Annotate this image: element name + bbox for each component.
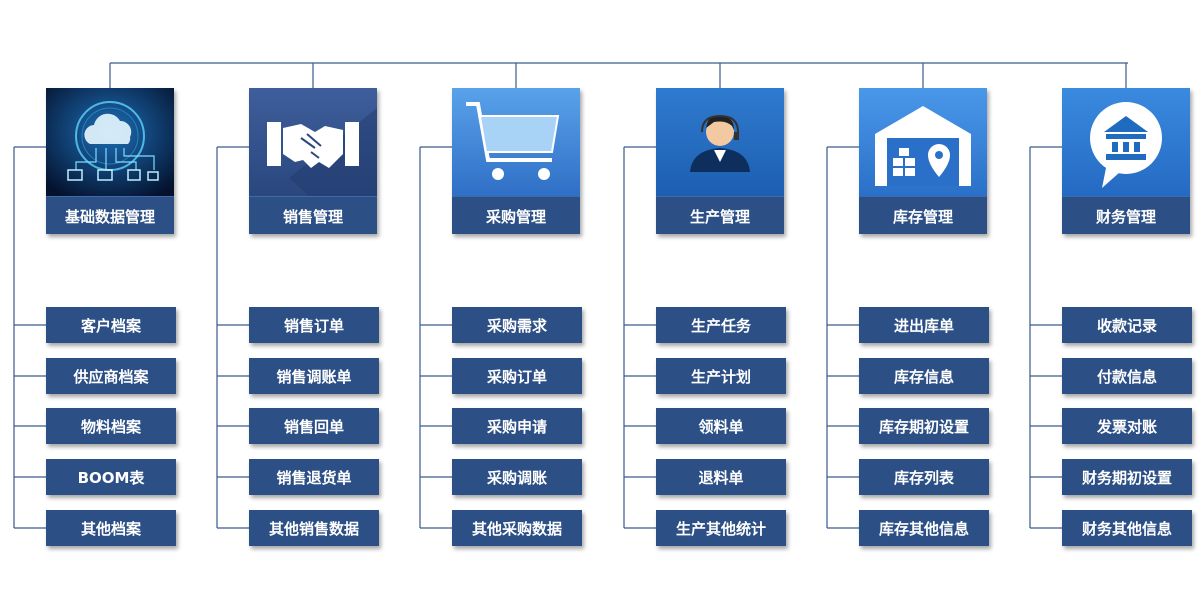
module-item[interactable]: 销售回单: [249, 408, 379, 444]
module-item[interactable]: 库存其他信息: [859, 510, 989, 546]
module-title: 销售管理: [249, 196, 377, 234]
module-header-tile[interactable]: 财务管理: [1062, 88, 1190, 234]
module-item[interactable]: 领料单: [656, 408, 786, 444]
module-title: 生产管理: [656, 196, 784, 234]
cloud-network-icon: [46, 88, 174, 196]
module-item[interactable]: 退料单: [656, 459, 786, 495]
handshake-icon: [249, 88, 377, 196]
worker-icon: [656, 88, 784, 196]
module-title: 基础数据管理: [46, 196, 174, 234]
module-item[interactable]: 其他销售数据: [249, 510, 379, 546]
module-header-tile[interactable]: 库存管理: [859, 88, 987, 234]
module-header-tile[interactable]: 基础数据管理: [46, 88, 174, 234]
module-item[interactable]: 销售调账单: [249, 358, 379, 394]
module-item[interactable]: 付款信息: [1062, 358, 1192, 394]
module-item[interactable]: 其他档案: [46, 510, 176, 546]
module-header-tile[interactable]: 生产管理: [656, 88, 784, 234]
warehouse-icon: [859, 88, 987, 196]
module-item[interactable]: 生产任务: [656, 307, 786, 343]
module-item[interactable]: 发票对账: [1062, 408, 1192, 444]
module-item[interactable]: 库存信息: [859, 358, 989, 394]
module-item[interactable]: 库存期初设置: [859, 408, 989, 444]
module-item[interactable]: 销售退货单: [249, 459, 379, 495]
module-header-tile[interactable]: 采购管理: [452, 88, 580, 234]
module-title: 采购管理: [452, 196, 580, 234]
finance-chat-icon: [1062, 88, 1190, 196]
module-item[interactable]: 进出库单: [859, 307, 989, 343]
module-header-tile[interactable]: 销售管理: [249, 88, 377, 234]
module-item[interactable]: 采购申请: [452, 408, 582, 444]
module-item[interactable]: 采购调账: [452, 459, 582, 495]
module-item[interactable]: 采购订单: [452, 358, 582, 394]
module-item[interactable]: 其他采购数据: [452, 510, 582, 546]
module-item[interactable]: 生产计划: [656, 358, 786, 394]
module-item[interactable]: 财务其他信息: [1062, 510, 1192, 546]
module-item[interactable]: 生产其他统计: [656, 510, 786, 546]
module-item[interactable]: 物料档案: [46, 408, 176, 444]
module-title: 库存管理: [859, 196, 987, 234]
module-item[interactable]: 库存列表: [859, 459, 989, 495]
shopping-cart-icon: [452, 88, 580, 196]
module-item[interactable]: BOOM表: [46, 459, 176, 495]
module-item[interactable]: 销售订单: [249, 307, 379, 343]
module-item[interactable]: 收款记录: [1062, 307, 1192, 343]
module-title: 财务管理: [1062, 196, 1190, 234]
module-item[interactable]: 客户档案: [46, 307, 176, 343]
module-item[interactable]: 财务期初设置: [1062, 459, 1192, 495]
module-item[interactable]: 采购需求: [452, 307, 582, 343]
module-item[interactable]: 供应商档案: [46, 358, 176, 394]
